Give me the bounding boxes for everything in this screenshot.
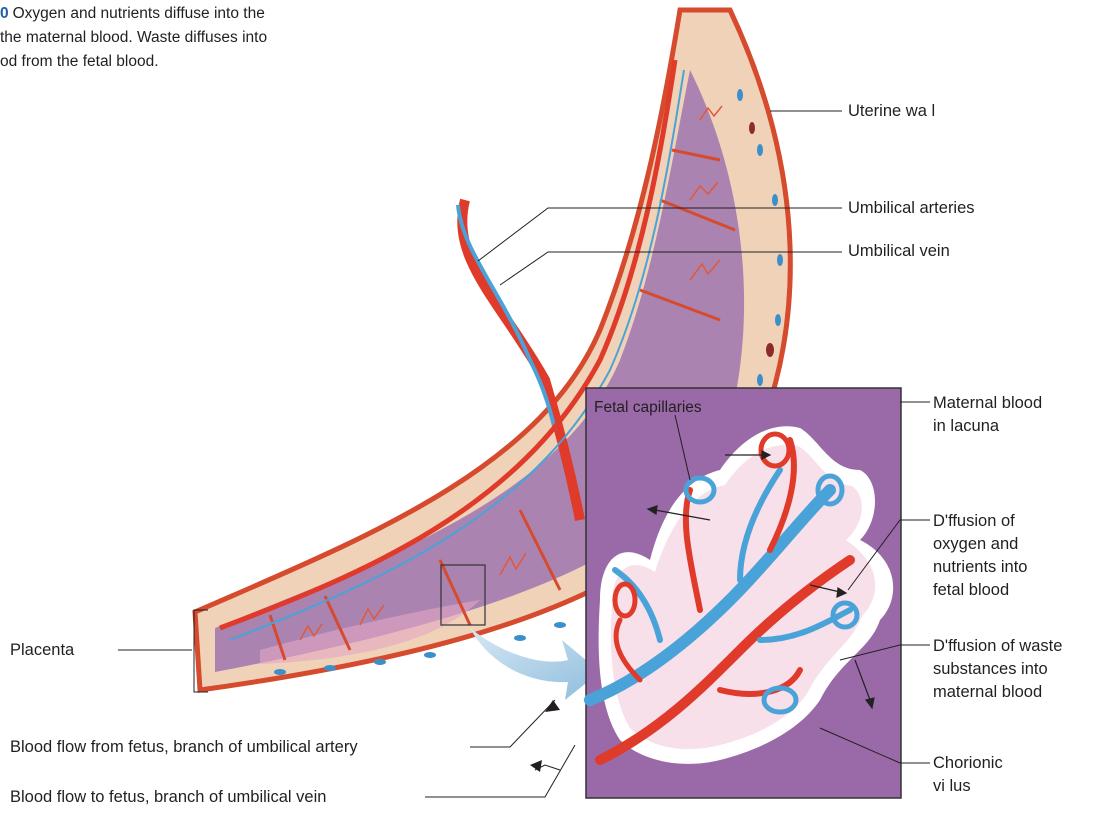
- caption-line-3: od from the fetal blood.: [0, 50, 400, 74]
- label-flow-from-fetus: Blood flow from fetus, branch of umbilic…: [10, 736, 358, 759]
- label-diffusion-oxygen-line-2: oxygen and: [933, 533, 1027, 556]
- label-diffusion-oxygen-line-3: nutrients into: [933, 556, 1027, 579]
- label-diffusion-waste-line-1: D'ffusion of waste: [933, 635, 1062, 658]
- label-diffusion-waste-line-2: substances into: [933, 658, 1062, 681]
- label-maternal-blood-line-2: in lacuna: [933, 415, 1042, 438]
- zoom-callout-arrow: [470, 628, 600, 700]
- label-maternal-blood-line-1: Maternal blood: [933, 392, 1042, 415]
- label-diffusion-waste: D'ffusion of waste substances into mater…: [933, 635, 1062, 704]
- label-diffusion-waste-line-3: maternal blood: [933, 681, 1062, 704]
- caption-line-1: Oxygen and nutrients diffuse into the: [13, 5, 265, 22]
- label-chorionic-villus: Chorionic vi lus: [933, 752, 1003, 798]
- label-fetal-capillaries: Fetal capillaries: [594, 396, 702, 419]
- label-flow-to-fetus: Blood flow to fetus, branch of umbilical…: [10, 786, 326, 809]
- label-placenta: Placenta: [10, 639, 74, 662]
- step-number: 0: [0, 5, 9, 22]
- label-diffusion-oxygen-line-4: fetal blood: [933, 579, 1027, 602]
- magnified-view: [586, 388, 901, 798]
- label-uterine-wall: Uterine wa l: [848, 100, 935, 123]
- label-chorionic-villus-line-2: vi lus: [933, 775, 1003, 798]
- label-maternal-blood: Maternal blood in lacuna: [933, 392, 1042, 438]
- caption-line-2: the maternal blood. Waste diffuses into: [0, 26, 400, 50]
- label-diffusion-oxygen: D'ffusion of oxygen and nutrients into f…: [933, 510, 1027, 602]
- label-chorionic-villus-line-1: Chorionic: [933, 752, 1003, 775]
- label-diffusion-oxygen-line-1: D'ffusion of: [933, 510, 1027, 533]
- label-umbilical-arteries: Umbilical arteries: [848, 197, 975, 220]
- label-umbilical-vein: Umbilical vein: [848, 240, 950, 263]
